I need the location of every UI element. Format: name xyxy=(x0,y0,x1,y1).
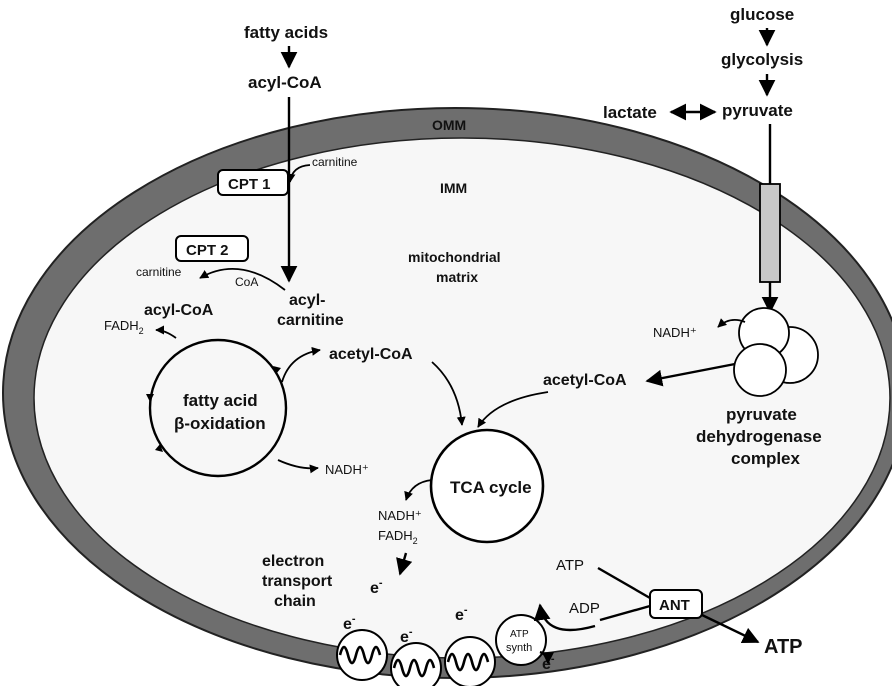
pdh-label-line1: pyruvate xyxy=(726,405,797,424)
glycolysis-label: glycolysis xyxy=(721,50,803,69)
acetyl-coa-right-label: acetyl-CoA xyxy=(543,372,627,389)
adp-label: ADP xyxy=(569,600,600,617)
ant-box: ANT xyxy=(650,590,702,618)
imm-label: IMM xyxy=(440,180,467,196)
pdh-label-line3: complex xyxy=(731,449,801,468)
carnitine-left-label: carnitine xyxy=(136,265,182,279)
beta-oxidation-line2: β-oxidation xyxy=(174,414,266,433)
lactate-label: lactate xyxy=(603,103,657,122)
cpt1-label: CPT 1 xyxy=(228,176,271,193)
atp-synth-line2: synth xyxy=(506,642,532,654)
atp-synthase: ATP synth xyxy=(496,615,546,665)
cpt2-box: CPT 2 xyxy=(176,236,248,261)
etc-complex-1 xyxy=(337,630,387,680)
nadh-beta-label: NADH⁺ xyxy=(325,462,369,477)
glucose-label: glucose xyxy=(730,5,794,24)
cpt1-box: CPT 1 xyxy=(218,170,288,195)
fatty-acids-label: fatty acids xyxy=(244,23,328,42)
tca-cycle-label: TCA cycle xyxy=(450,478,532,497)
acetyl-coa-left-label: acetyl-CoA xyxy=(329,346,413,363)
matrix-label-line2: matrix xyxy=(436,269,478,285)
etc-label-line1: electron xyxy=(262,553,324,570)
acyl-coa-inner-label: acyl-CoA xyxy=(144,302,214,319)
nadh-pdh-label: NADH⁺ xyxy=(653,325,697,340)
atp-synth-line1: ATP xyxy=(510,629,529,640)
omm-label: OMM xyxy=(432,117,466,133)
atp-inner-label: ATP xyxy=(556,557,584,574)
nadh-tca-label: NADH⁺ xyxy=(378,508,422,523)
acyl-carnitine-line2: carnitine xyxy=(277,312,344,329)
ant-label: ANT xyxy=(659,597,690,614)
etc-complex-2 xyxy=(391,643,441,686)
acyl-coa-top-label: acyl-CoA xyxy=(248,73,322,92)
coa-label: CoA xyxy=(235,275,258,289)
carnitine-top-label: carnitine xyxy=(312,155,358,169)
atp-out-label: ATP xyxy=(764,636,803,658)
beta-oxidation-line1: fatty acid xyxy=(183,391,258,410)
pyruvate-carrier xyxy=(760,184,780,282)
etc-label-line2: transport xyxy=(262,573,333,590)
etc-label-line3: chain xyxy=(274,593,316,610)
pdh-label-line2: dehydrogenase xyxy=(696,427,822,446)
cpt2-label: CPT 2 xyxy=(186,242,229,259)
pyruvate-label: pyruvate xyxy=(722,101,793,120)
etc-complex-3 xyxy=(445,637,495,686)
acyl-carnitine-line1: acyl- xyxy=(289,292,325,309)
matrix-label-line1: mitochondrial xyxy=(408,249,501,265)
